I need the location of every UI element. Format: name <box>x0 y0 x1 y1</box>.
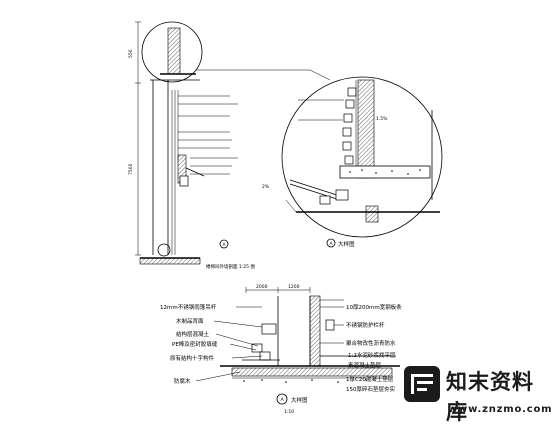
detail-top-slab <box>339 165 431 179</box>
detail-top: 1.5% 2% A 大样图 <box>262 76 443 248</box>
detail-bottom-dim-b: 1200 <box>288 284 300 290</box>
left-label-0: 12mm不锈钢雨篷吊杆 <box>160 303 217 311</box>
detail-bottom-scale: 1:10 <box>284 409 294 415</box>
detail-bottom-title: 大样图 <box>291 396 308 404</box>
detail-bottom-left-labels: 12mm不锈钢雨篷吊杆 木制品背面 结构层混凝土 PE棒及密封胶填缝 原有结构十… <box>160 303 218 385</box>
right-label-4: 素混凝土垫层 <box>348 361 382 369</box>
detail-bottom-wall <box>309 295 321 367</box>
detail-top-ref-marker <box>326 238 336 248</box>
detail-bottom-ref-marker <box>276 393 288 405</box>
detail-bottom-dim-a: 2000 <box>256 284 268 290</box>
elevation-section: 550 7500 A <box>128 21 331 270</box>
detail-top-circle <box>281 76 443 238</box>
right-label-5: 1厚C20混凝土垫层 <box>346 375 394 383</box>
watermark-url: www.znzmo.com <box>448 404 553 415</box>
svg-text:A: A <box>330 241 334 247</box>
right-label-0: 10厚200mm宽钢板条 <box>346 303 402 311</box>
detail-bottom: 2000 1200 12mm不锈钢雨篷吊杆 木制品背面 结构层混凝土 PE棒及密… <box>160 284 402 415</box>
watermark-brand: 知末资料库 <box>446 370 534 424</box>
left-label-2: 结构层混凝土 <box>176 330 210 338</box>
svg-text:A: A <box>281 397 285 403</box>
watermark-logo-icon <box>404 366 440 402</box>
left-label-3: PE棒及密封胶填缝 <box>172 340 218 348</box>
right-label-6: 150厚碎石垫层夯实 <box>346 385 395 393</box>
right-label-2: 聚合物改性沥青防水 <box>346 339 396 347</box>
detail-top-title: 大样图 <box>338 240 355 248</box>
left-label-4: 原有结构十字构件 <box>170 354 215 362</box>
right-label-1: 不锈钢防护栏杆 <box>346 321 385 329</box>
elevation-ref-marker <box>219 239 229 249</box>
left-bottom-label: 防腐木 <box>174 377 191 385</box>
left-label-1: 木制品背面 <box>176 317 204 325</box>
svg-text:A: A <box>223 242 227 248</box>
right-label-3: 1:2水泥砂浆找平层 <box>348 351 396 359</box>
detail-top-label-mid: 1.5% <box>376 116 388 122</box>
cladding-blocks <box>342 87 357 165</box>
detail-top-canopy <box>289 179 341 197</box>
watermark: 知末资料库 www.znzmo.com <box>402 362 553 424</box>
parapet-hatch <box>167 27 181 75</box>
elevation-dim-top: 550 <box>128 49 134 58</box>
detail-bottom-right-labels: 10厚200mm宽钢板条 不锈钢防护栏杆 聚合物改性沥青防水 1:2水泥砂浆找平… <box>346 303 402 393</box>
elevation-caption: 楼梯间外墙剖面 1:25 图 <box>206 263 255 270</box>
elevation-dim-mid: 7500 <box>128 163 134 175</box>
elevation-detail-circle <box>141 21 203 83</box>
detail-top-wall <box>357 79 375 179</box>
detail-top-label-left: 2% <box>262 184 270 190</box>
